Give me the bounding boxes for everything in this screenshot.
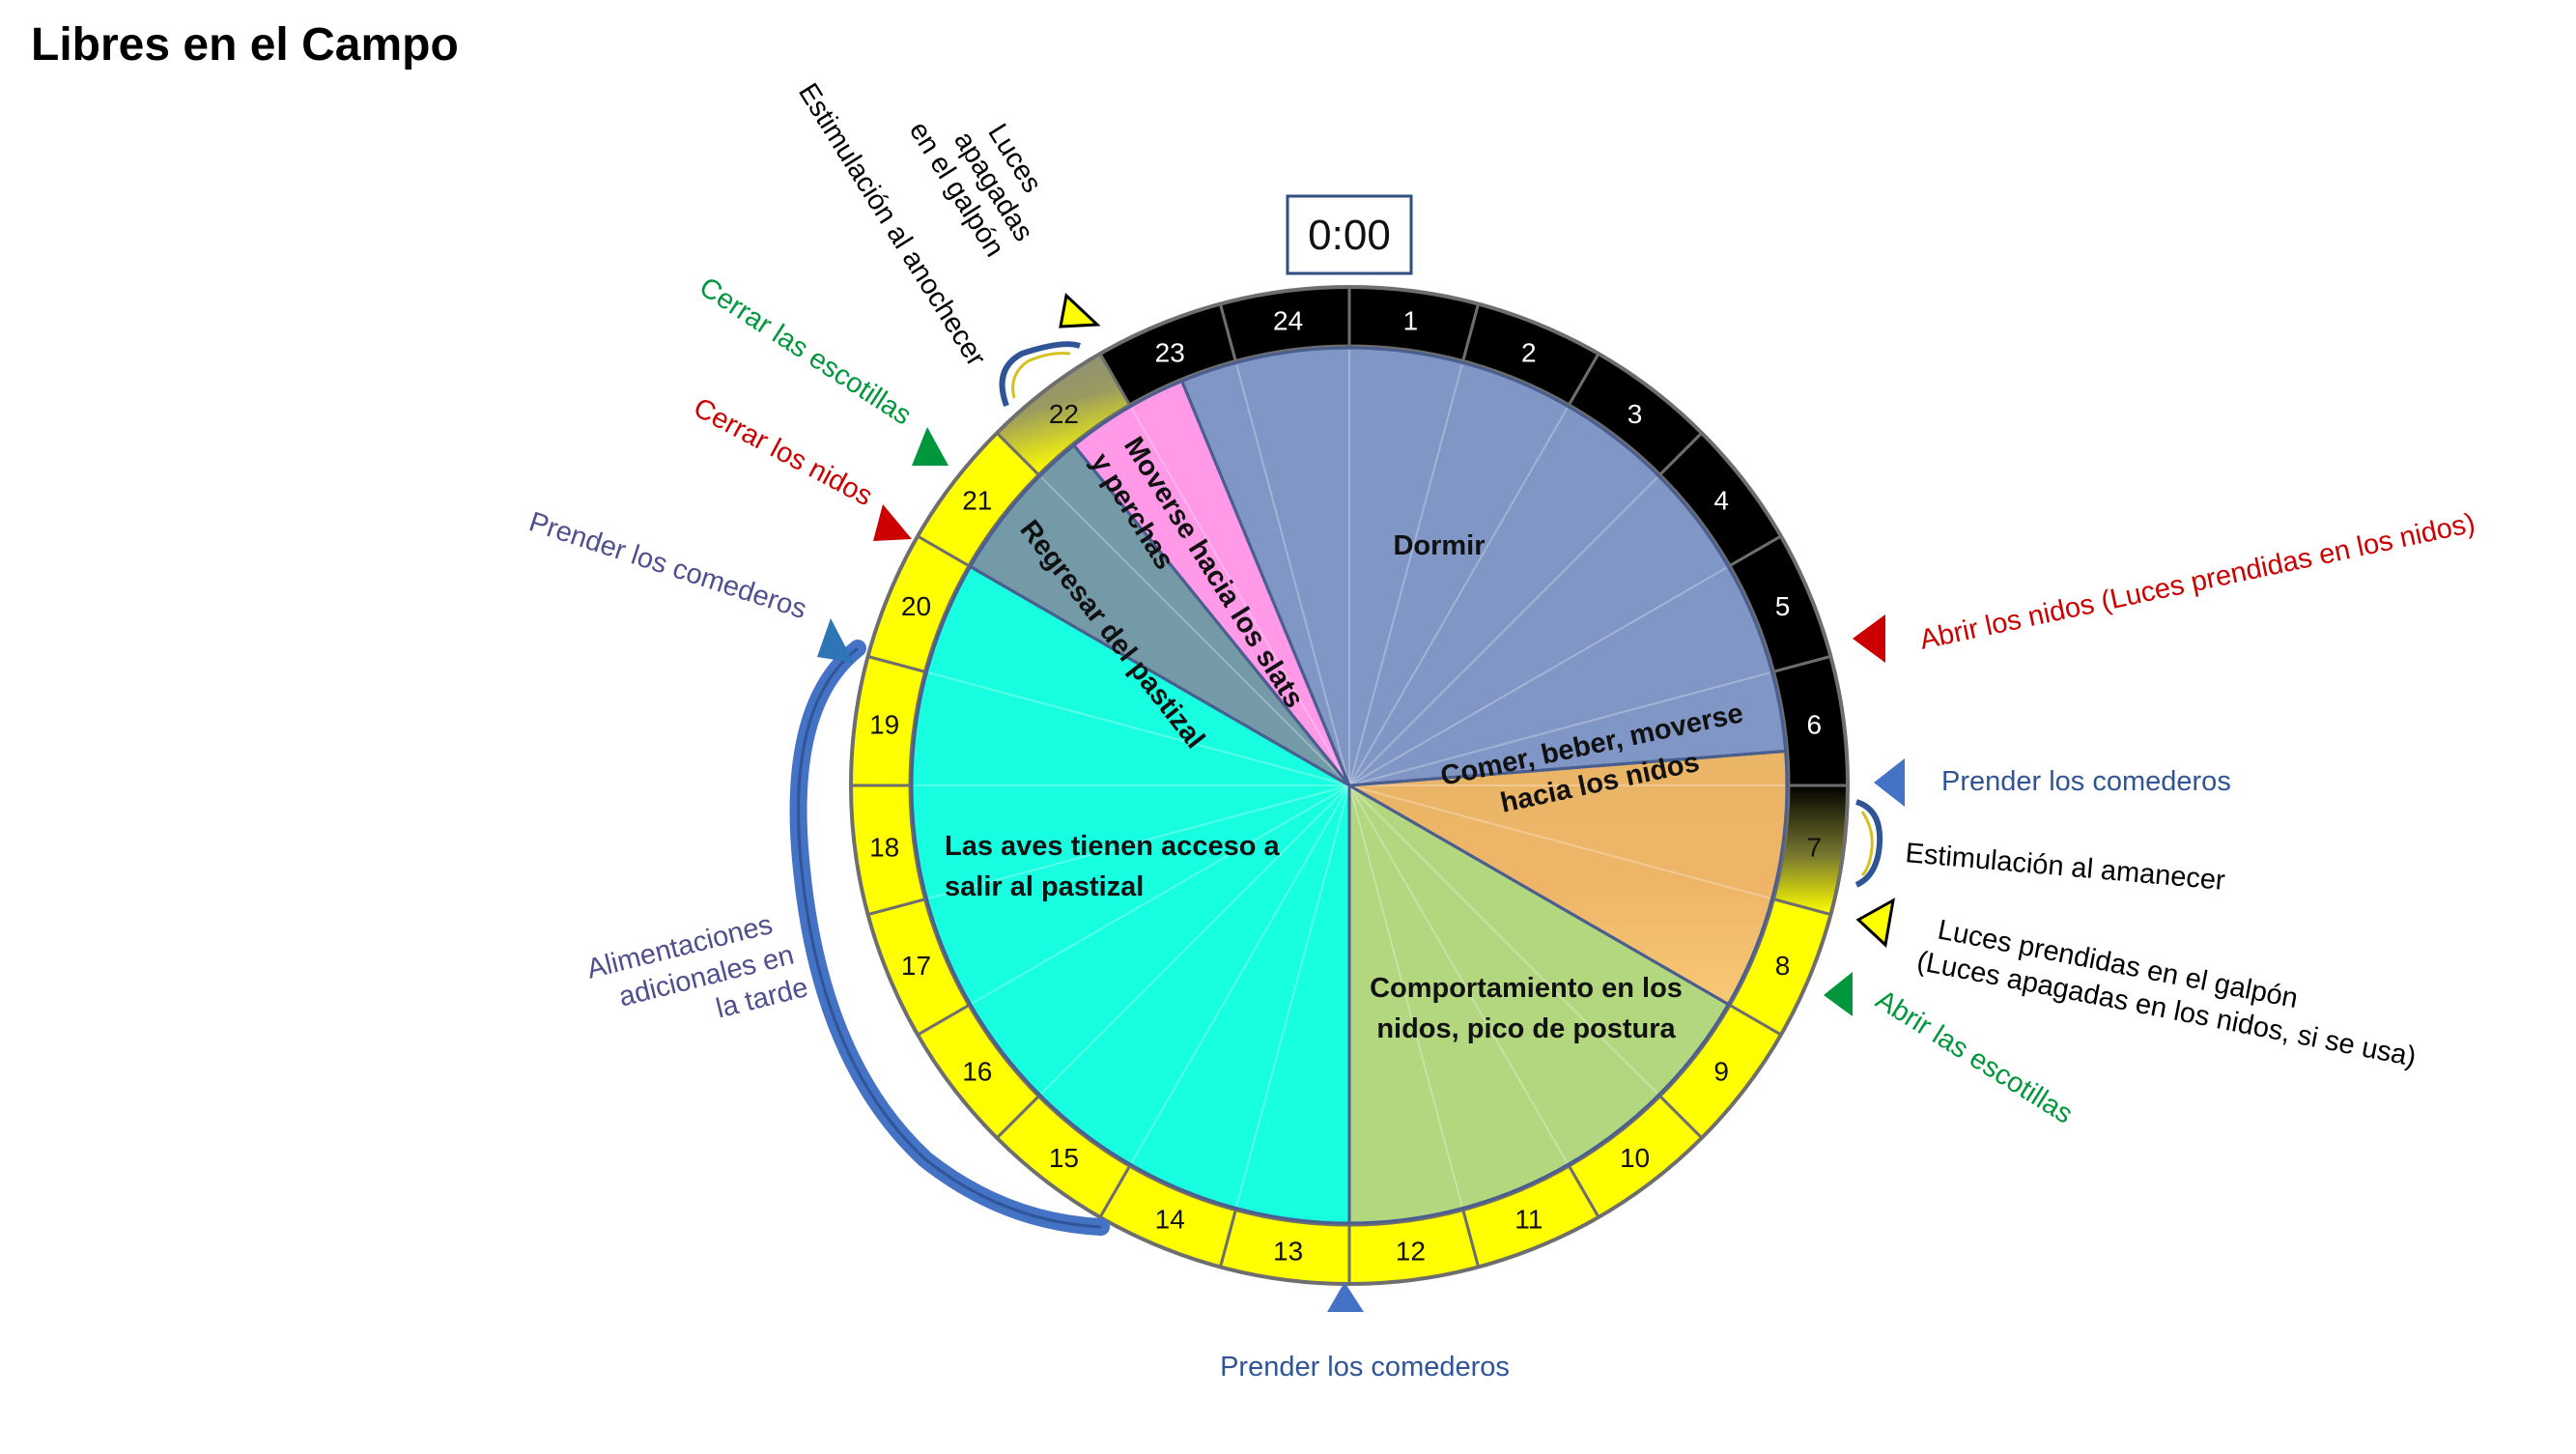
hour-label-1: 1: [1403, 306, 1419, 336]
hour-label-7: 7: [1807, 832, 1823, 862]
close-nests-marker-icon: [873, 504, 912, 541]
hour-spoke: [1348, 566, 1728, 786]
hour-label-5: 5: [1775, 591, 1791, 621]
hour-spoke: [1348, 784, 1569, 1164]
hour-label-22: 22: [1049, 399, 1079, 429]
activity-label-line: Dormir: [1393, 530, 1485, 561]
dawn-bracket: [1854, 799, 1883, 888]
hour-label-23: 23: [1155, 337, 1185, 367]
hour-spoke: [1235, 784, 1350, 1207]
hour-label-16: 16: [962, 1057, 992, 1087]
hour-spoke: [1130, 784, 1350, 1164]
dusk-bracket-inner: [1011, 352, 1071, 399]
afternoon-feedings-note: Alimentaciones adicionales en la tarde: [583, 909, 810, 1024]
clock-label-box: [1286, 194, 1413, 275]
close-nests-note: Cerrar los nidos: [689, 392, 878, 512]
dusk-bracket: [999, 341, 1081, 408]
hour-spoke: [1235, 364, 1350, 786]
lights-off-marker-icon: [1059, 293, 1101, 328]
activity-pie: [910, 346, 1789, 1225]
open-nests-marker-icon: [1853, 614, 1885, 663]
activity-boundary: [1348, 749, 1786, 787]
hour-label-17: 17: [901, 951, 931, 981]
activity-slice-nidos: [1347, 783, 1731, 1225]
hour-spoke: [1040, 784, 1350, 1095]
feeders-on-marker-right-icon: [1874, 758, 1905, 807]
hour-spoke: [1040, 476, 1350, 786]
hour-spokes: [914, 350, 1786, 1223]
activity-boundary: [969, 565, 1350, 787]
hour-spoke: [971, 784, 1350, 1005]
hour-spoke: [1348, 476, 1658, 786]
hour-label-4: 4: [1713, 485, 1729, 515]
hour-label-21: 21: [962, 485, 992, 515]
hour-label-2: 2: [1521, 337, 1537, 367]
hour-spoke: [928, 784, 1350, 899]
clock-label: 0:00: [1286, 194, 1413, 275]
feeders-on-note-left: Prender los comederos: [525, 506, 810, 625]
hour-label-20: 20: [901, 591, 931, 621]
feeders-on-marker-left-icon: [817, 618, 854, 663]
hour-label-12: 12: [1396, 1236, 1426, 1266]
hour-label-14: 14: [1155, 1205, 1185, 1235]
activity-boundary: [1180, 380, 1351, 786]
activity-label-line: Las aves tienen acceso a: [945, 831, 1280, 862]
hour-spoke: [1130, 407, 1350, 786]
lights-on-marker-icon: [1855, 898, 1896, 948]
hour-label-6: 6: [1807, 710, 1823, 740]
hour-label-24: 24: [1273, 306, 1303, 336]
activity-label-nidos: Comportamiento en los nidos, pico de post…: [1370, 973, 1683, 1044]
hour-spoke: [1348, 784, 1658, 1095]
event-markers: [817, 293, 1905, 1312]
hour-label-15: 15: [1049, 1143, 1079, 1173]
page-title: Libres en el Campo: [31, 19, 459, 71]
ring-outer-edge: [849, 285, 1850, 1286]
open-nests-note: Abrir los nidos (Luces prendidas en los …: [1917, 508, 2478, 656]
hour-ring: [849, 285, 1850, 1286]
afternoon-feeding-bracket-edge: [797, 646, 1102, 1229]
brackets: [789, 341, 1883, 1236]
hour-label-13: 13: [1273, 1236, 1303, 1266]
feeders-on-note-right: Prender los comederos: [1941, 766, 2231, 797]
activity-slice-dormir: [1179, 346, 1788, 787]
dawn-stimulation-note: Estimulación al amanecer: [1904, 838, 2226, 897]
activity-label-line: Comportamiento en los: [1370, 973, 1683, 1004]
hour-spoke: [1348, 671, 1770, 786]
hour-label-3: 3: [1628, 399, 1643, 429]
hour-spoke: [1348, 364, 1463, 786]
activity-boundary: [1072, 444, 1351, 786]
feeders-on-marker-bottom-icon: [1327, 1282, 1364, 1312]
hour-label-18: 18: [869, 832, 899, 862]
hour-label-8: 8: [1775, 951, 1791, 981]
hour-spoke: [1348, 407, 1569, 786]
open-hatches-note: Abrir las escotillas: [1870, 984, 2078, 1130]
clock-label-text: 0:00: [1308, 212, 1391, 259]
activity-label-dormir: Dormir: [1393, 530, 1485, 561]
activity-label-line: salir al pastizal: [945, 871, 1144, 902]
activity-slice-comer: [1345, 749, 1789, 1007]
open-hatches-marker-icon: [1824, 972, 1853, 1016]
activity-label-pastizal: Las aves tienen acceso a salir al pastiza…: [945, 831, 1280, 902]
hour-label-11: 11: [1514, 1205, 1543, 1235]
hour-spoke: [928, 671, 1350, 786]
hour-label-10: 10: [1620, 1143, 1650, 1173]
hour-label-19: 19: [869, 710, 899, 740]
dawn-bracket-inner: [1860, 811, 1874, 877]
lights-off-note: Luces apagadas en el galpón: [903, 117, 1048, 263]
hour-spoke: [1348, 784, 1463, 1207]
close-hatches-marker-icon: [912, 427, 948, 466]
activity-label-line: nidos, pico de postura: [1376, 1013, 1676, 1044]
hour-spoke: [1348, 784, 1770, 899]
activity-slice-pastizal: [910, 564, 1351, 1225]
activity-slice-regresar: [968, 442, 1351, 787]
activity-boundary: [1348, 784, 1730, 1006]
hour-label-9: 9: [1713, 1057, 1729, 1087]
feeders-on-note-bottom: Prender los comederos: [1220, 1352, 1510, 1383]
